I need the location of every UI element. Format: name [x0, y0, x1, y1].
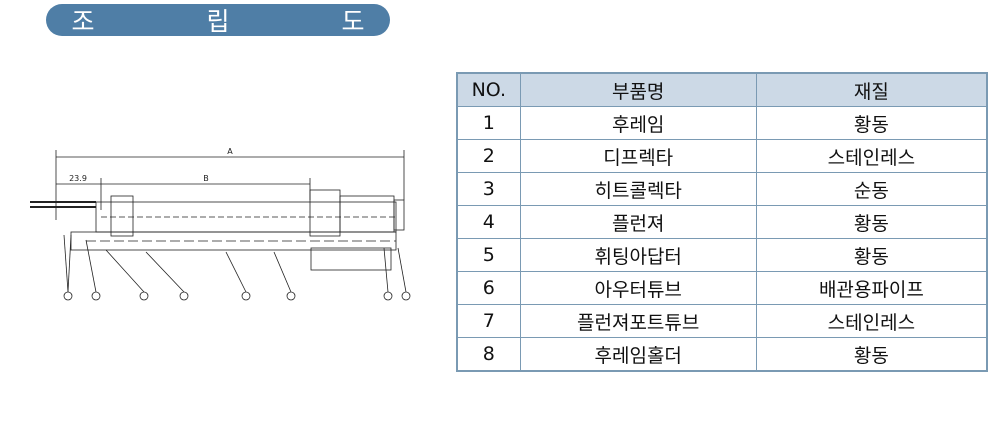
cell-no: 6: [456, 271, 521, 305]
header-no: NO.: [456, 72, 521, 107]
section-title: 조 립 도: [71, 7, 417, 36]
table-row: 8 후레임홀더 황동: [456, 337, 988, 372]
cell-part-name: 후레임: [519, 106, 757, 140]
cell-no: 5: [456, 238, 521, 272]
table-row: 3 히트콜렉타 순동: [456, 172, 988, 206]
cell-part-name: 디프렉타: [519, 139, 757, 173]
cell-part-name: 휘팅아답터: [519, 238, 757, 272]
table-row: 2 디프렉타 스테인레스: [456, 139, 988, 173]
table-row: 6 아우터튜브 배관용파이프: [456, 271, 988, 305]
cell-part-name: 플런져: [519, 205, 757, 239]
cell-no: 3: [456, 172, 521, 206]
cell-no: 8: [456, 337, 521, 372]
balloon-2: [91, 291, 101, 301]
dim-label-a: A: [227, 147, 233, 156]
balloon-5: [241, 291, 251, 301]
table-header-row: NO. 부품명 재질: [456, 72, 988, 107]
cell-material: 황동: [755, 337, 988, 372]
cell-material: 황동: [755, 238, 988, 272]
cell-material: 스테인레스: [755, 139, 988, 173]
cell-no: 4: [456, 205, 521, 239]
cell-material: 스테인레스: [755, 304, 988, 338]
assembly-drawing: A 23.9 B: [30, 147, 411, 301]
table-row: 1 후레임 황동: [456, 106, 988, 140]
header-material: 재질: [755, 72, 988, 107]
cell-no: 7: [456, 304, 521, 338]
balloon-1: [63, 291, 73, 301]
balloon-4: [179, 291, 189, 301]
cell-material: 배관용파이프: [755, 271, 988, 305]
table-row: 7 플런져포트튜브 스테인레스: [456, 304, 988, 338]
cell-part-name: 플런져포트튜브: [519, 304, 757, 338]
table-row: 5 휘팅아답터 황동: [456, 238, 988, 272]
parts-table: NO. 부품명 재질 1 후레임 황동 2 디프렉타 스테인레스 3 히트콜렉타…: [456, 72, 988, 372]
cell-part-name: 아우터튜브: [519, 271, 757, 305]
cell-material: 황동: [755, 205, 988, 239]
dim-label-b: B: [203, 174, 209, 183]
cell-part-name: 후레임홀더: [519, 337, 757, 372]
balloon-8: [401, 291, 411, 301]
header-part-name: 부품명: [519, 72, 757, 107]
balloon-7: [383, 291, 393, 301]
cell-material: 순동: [755, 172, 988, 206]
dim-label-239: 23.9: [69, 174, 87, 183]
section-title-banner: 조 립 도: [46, 4, 390, 36]
balloon-3: [139, 291, 149, 301]
cell-material: 황동: [755, 106, 988, 140]
balloon-6: [286, 291, 296, 301]
cell-no: 2: [456, 139, 521, 173]
cell-no: 1: [456, 106, 521, 140]
table-row: 4 플런져 황동: [456, 205, 988, 239]
cell-part-name: 히트콜렉타: [519, 172, 757, 206]
